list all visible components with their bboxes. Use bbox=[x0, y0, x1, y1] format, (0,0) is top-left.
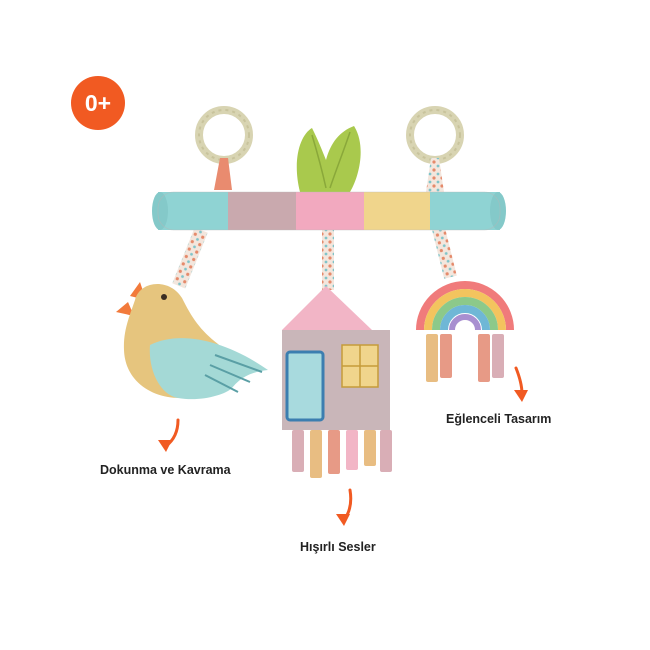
feature-label-sound: Hışırlı Sesler bbox=[300, 540, 376, 554]
left-teething-ring bbox=[195, 106, 253, 190]
arrow-down-icon bbox=[336, 488, 353, 526]
arrow-down-icon bbox=[514, 366, 528, 402]
feature-label-touch: Dokunma ve Kavrama bbox=[100, 463, 231, 477]
rainbow-toy bbox=[416, 281, 514, 382]
leaf-topper bbox=[296, 126, 361, 192]
bird-ribbon bbox=[172, 227, 208, 289]
rainbow-ribbon bbox=[432, 227, 457, 279]
arrow-down-icon bbox=[158, 418, 180, 452]
house-ribbon bbox=[322, 228, 334, 290]
plush-bar bbox=[152, 191, 506, 231]
right-teething-ring bbox=[406, 106, 464, 192]
house-toy bbox=[282, 286, 392, 478]
bird-toy bbox=[116, 282, 268, 400]
feature-label-design: Eğlenceli Tasarım bbox=[446, 412, 552, 426]
age-badge: 0+ bbox=[71, 76, 125, 130]
